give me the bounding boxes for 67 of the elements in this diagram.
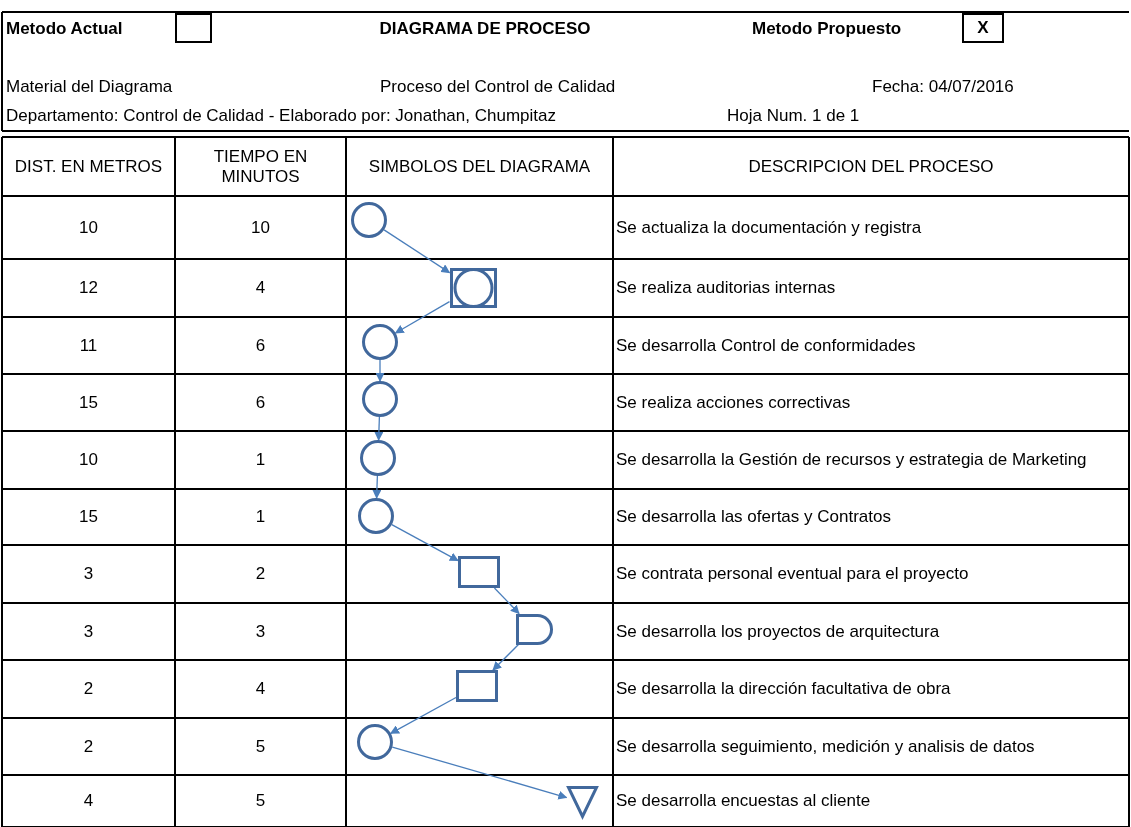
header-label: Departamento: Control de Calidad - Elaborado por: Jonathan, Chumpitaz [6, 106, 556, 126]
header-label: Material del Diagrama [6, 77, 173, 97]
arrow [493, 587, 520, 615]
arrow [391, 746, 568, 800]
arrow [394, 301, 451, 334]
time-value: 3 [255, 621, 266, 642]
distance-value: 15 [79, 507, 98, 527]
distance-value: 10 [79, 450, 98, 470]
distance-value: 2 [83, 736, 94, 757]
combined-operation-inspection-symbol [449, 268, 497, 308]
arrow [492, 643, 520, 671]
arrow [372, 475, 382, 499]
column-header: DIST. EN METROS [14, 156, 163, 177]
checkbox: X [962, 13, 1004, 43]
operation-circle [351, 202, 387, 238]
distance-value: 11 [79, 335, 98, 356]
operation-circle [357, 724, 393, 760]
time-value: 2 [255, 564, 266, 584]
process-description: Se realiza auditorias internas [616, 278, 836, 298]
process-description: Se desarrolla los proyectos de arquitectura [616, 621, 940, 642]
time-value: 6 [255, 392, 266, 413]
header-label: Metodo Propuesto [752, 19, 902, 39]
time-value: 5 [255, 791, 266, 811]
operation-circle [362, 381, 398, 417]
time-value: 4 [255, 679, 266, 699]
distance-value: 3 [83, 621, 94, 642]
header-label: Proceso del Control de Calidad [380, 77, 616, 97]
time-value: 4 [255, 278, 266, 298]
arrow [391, 523, 459, 562]
process-description: Se actualiza la documentación y registra [616, 217, 922, 238]
process-description: Se desarrolla la Gestión de recursos y estrategia de Marketing [616, 450, 1087, 470]
date-label: Fecha: 04/07/2016 [872, 77, 1014, 97]
inspection-square [456, 670, 498, 702]
distance-value: 3 [83, 564, 94, 584]
operation-circle [360, 440, 396, 476]
chart-title: DIAGRAMA DE PROCESO [379, 19, 591, 39]
time-value: 6 [255, 335, 266, 356]
column-header: DESCRIPCION DEL PROCESO [748, 156, 994, 177]
header-label: Metodo Actual [6, 19, 123, 39]
process-description: Se desarrolla las ofertas y Contratos [616, 507, 891, 527]
header-label: Hoja Num. 1 de 1 [727, 106, 860, 126]
distance-value: 4 [83, 791, 94, 811]
time-value: 5 [255, 736, 266, 757]
process-description: Se desarrolla la dirección facultativa de obra [616, 679, 951, 699]
time-value: 10 [251, 217, 270, 238]
distance-value: 10 [79, 217, 98, 238]
operation-circle [362, 324, 398, 360]
time-value: 1 [255, 450, 266, 470]
operation-circle [358, 498, 394, 534]
arrow [374, 416, 384, 441]
process-description: Se desarrolla seguimiento, medición y analisis de datos [616, 736, 1035, 757]
column-header: SIMBOLOS DEL DIAGRAMA [368, 156, 591, 177]
arrow [375, 359, 385, 382]
process-description: Se desarrolla encuestas al cliente [616, 791, 871, 811]
inspection-square [458, 556, 500, 588]
arrow [383, 229, 451, 274]
arrow [390, 696, 457, 734]
process-description: Se desarrolla Control de conformidades [616, 335, 916, 356]
column-header: TIEMPO EN MINUTOS [212, 146, 309, 187]
process-description: Se realiza acciones correctivas [616, 392, 851, 413]
distance-value: 15 [79, 392, 98, 413]
storage-triangle [566, 786, 598, 818]
process-description: Se contrata personal eventual para el proyecto [616, 564, 969, 584]
distance-value: 12 [79, 278, 98, 298]
time-value: 1 [255, 507, 266, 527]
distance-value: 2 [83, 679, 94, 699]
delay-symbol [515, 613, 553, 645]
